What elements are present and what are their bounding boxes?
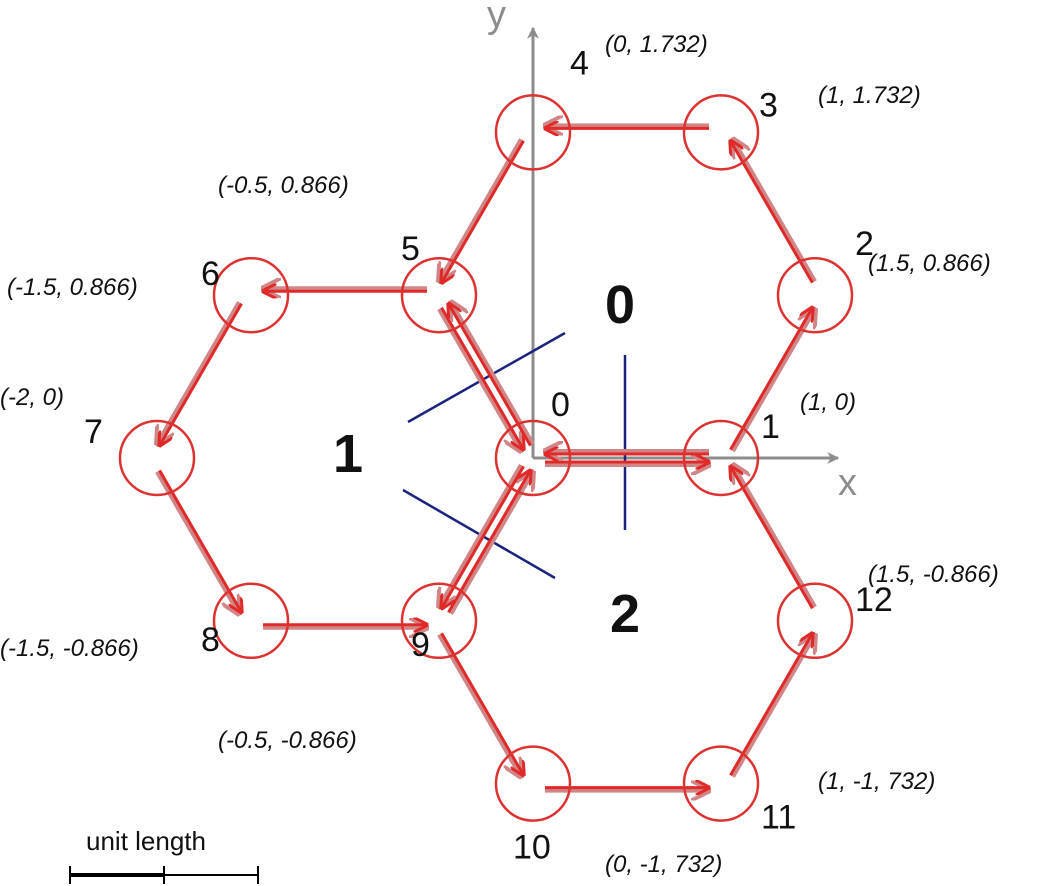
site-coordinate-4: (0, 1.732)	[605, 31, 708, 58]
region-label-2: 2	[610, 584, 640, 644]
hop-arrow-12-1	[730, 466, 814, 610]
lattice-site-0	[494, 419, 572, 497]
hop-arrow-0-5	[451, 302, 535, 446]
lattice-site-4	[494, 94, 572, 171]
hop-arrow-6-7	[157, 301, 241, 444]
hop-arrow-9-10	[437, 633, 521, 777]
hop-arrow-5-0	[437, 308, 521, 451]
axes: x y	[487, 0, 857, 504]
site-number-1: 1	[761, 408, 780, 446]
site-coordinate-7: (-2, 0)	[0, 384, 64, 411]
site-number-4: 4	[570, 44, 589, 82]
hop-arrow-1-2	[731, 309, 815, 453]
lattice-site-12	[776, 582, 854, 660]
site-number-7: 7	[84, 413, 103, 451]
lattice-site-7	[118, 419, 196, 497]
hop-arrow-2-3	[730, 141, 814, 284]
lattice-site-2	[776, 256, 854, 334]
lattice-site-10	[494, 745, 572, 822]
hop-arrow-4-5	[442, 140, 525, 283]
divider-line	[407, 331, 566, 424]
hop-arrow-5-0	[440, 306, 524, 450]
x-axis-label: x	[838, 462, 857, 504]
lattice-site-1	[682, 419, 760, 497]
y-axis-label: y	[487, 0, 506, 36]
site-number-9: 9	[411, 626, 430, 664]
site-number-8: 8	[201, 621, 220, 659]
hop-arrow-0-5	[448, 304, 532, 447]
lattice-site-9	[400, 582, 478, 660]
site-coordinate-5: (-0.5, 0.866)	[218, 172, 349, 199]
site-coordinate-2: (1.5, 0.866)	[868, 250, 991, 277]
hop-arrow-6-7	[160, 302, 243, 446]
hop-arrow-0-9	[439, 463, 523, 607]
site-number-10: 10	[513, 829, 551, 867]
site-coordinate-3: (1, 1.732)	[818, 82, 921, 109]
hop-arrow-11-12	[729, 633, 812, 776]
hop-arrow-4-5	[439, 138, 523, 281]
site-number-11: 11	[761, 799, 796, 837]
lattice-nodes: 01(1, 0)2(1.5, 0.866)3(1, 1.732)4(0, 1.7…	[0, 31, 999, 878]
region-labels: 0 1 2	[333, 275, 640, 644]
hop-arrow-7-8	[158, 469, 242, 612]
site-coordinate-8: (-1.5, -0.866)	[0, 635, 139, 662]
scale-bar: unit length	[69, 826, 259, 884]
site-coordinate-6: (-1.5, 0.866)	[7, 274, 138, 301]
hop-arrow-1-2	[729, 308, 812, 451]
lattice-site-11	[682, 745, 760, 822]
site-coordinate-11: (1, -1, 732)	[818, 768, 935, 795]
site-number-3: 3	[759, 86, 778, 124]
site-number-0: 0	[551, 386, 570, 424]
hop-arrow-0-9	[442, 465, 525, 608]
site-number-6: 6	[201, 255, 220, 293]
site-number-2: 2	[855, 225, 874, 263]
hop-arrow-12-1	[733, 465, 817, 608]
site-number-12: 12	[855, 581, 893, 619]
lattice-site-3	[682, 94, 760, 171]
scale-bar-label: unit length	[86, 826, 206, 856]
hop-arrow-11-12	[731, 635, 815, 778]
lattice-site-5	[400, 256, 478, 334]
site-number-5: 5	[401, 230, 420, 268]
region-label-1: 1	[333, 424, 363, 484]
region-label-0: 0	[605, 275, 635, 335]
site-coordinate-12: (1.5, -0.866)	[868, 561, 999, 588]
lattice-site-6	[212, 256, 290, 334]
hop-arrow-2-3	[733, 139, 817, 283]
hop-arrow-9-0	[447, 470, 530, 614]
hop-arrow-7-8	[155, 470, 239, 614]
site-coordinate-10: (0, -1, 732)	[605, 851, 722, 878]
hop-arrow-9-10	[440, 632, 524, 775]
hop-arrow-9-0	[449, 472, 533, 615]
lattice-site-8	[212, 582, 290, 660]
hop-arrows	[157, 125, 815, 790]
site-coordinate-1: (1, 0)	[800, 389, 856, 416]
site-coordinate-9: (-0.5, -0.866)	[218, 727, 357, 754]
